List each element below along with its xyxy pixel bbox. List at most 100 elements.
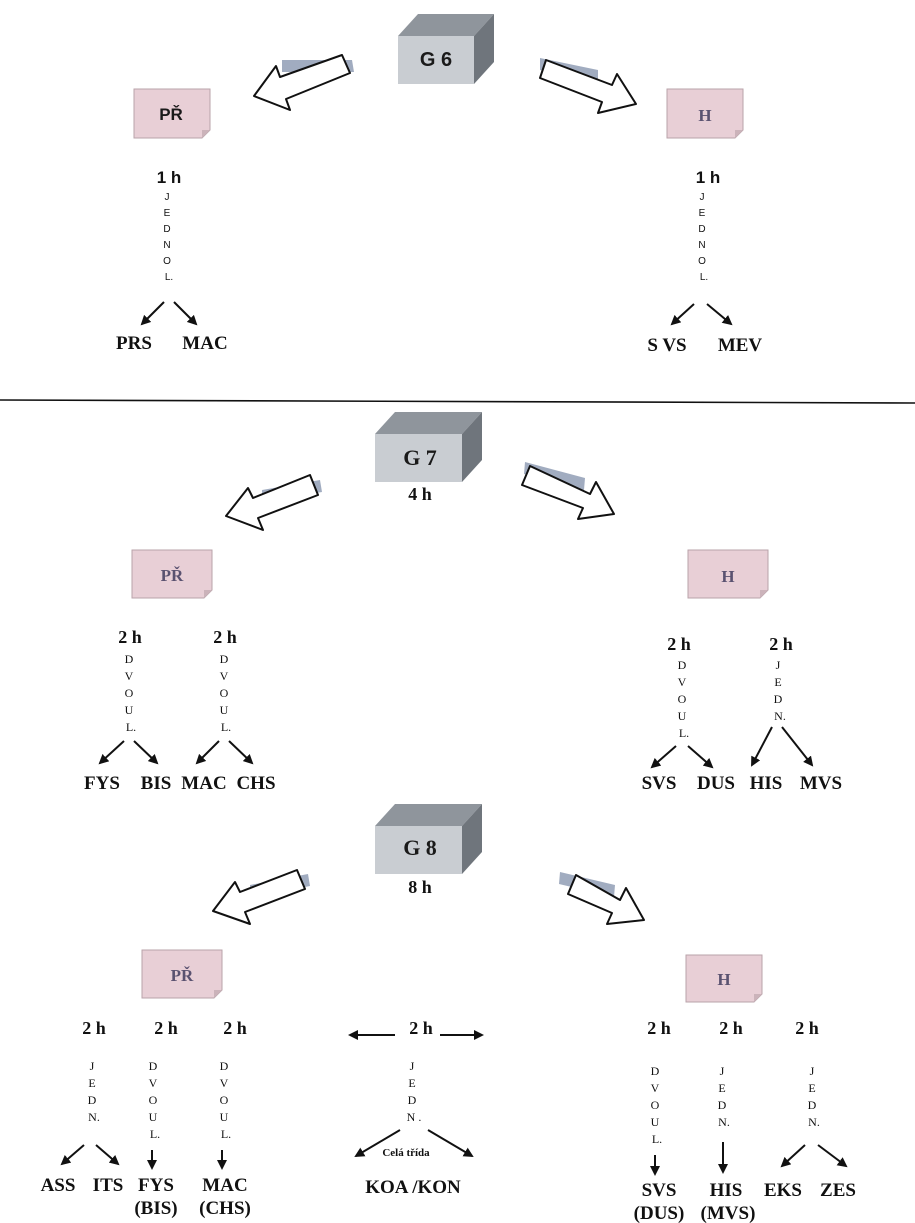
- vertical-letter: N.: [774, 709, 786, 723]
- hours-label: 1 h: [696, 168, 721, 187]
- leaf-label: DUS: [697, 773, 735, 794]
- vertical-letter: V: [678, 675, 687, 689]
- note-h-g7: H: [687, 549, 769, 599]
- leaf-label: (MVS): [701, 1203, 756, 1223]
- vertical-letter: U: [125, 703, 134, 717]
- leaf-label: MAC: [202, 1175, 247, 1196]
- branch-arrow: [354, 1129, 401, 1158]
- vertical-letter: N: [163, 240, 170, 251]
- cube-label: G 6: [420, 49, 452, 71]
- vertical-letter: L.: [150, 1127, 160, 1141]
- section-g6: G 6 PŘ H 1 h J E D N O: [116, 14, 762, 356]
- vertical-letter: O: [220, 1093, 229, 1107]
- note-label: H: [721, 567, 734, 586]
- note-pr-g6: PŘ: [133, 88, 211, 139]
- vertical-letter: D: [220, 1059, 229, 1073]
- note-label: PŘ: [161, 566, 184, 585]
- vertical-letter: U: [651, 1115, 660, 1129]
- vertical-letter: D: [774, 692, 783, 706]
- branch-arrow: [780, 1144, 806, 1168]
- leaf-label: EKS: [764, 1180, 802, 1201]
- hours-label: 2 h: [154, 1018, 178, 1038]
- vertical-letter: N.: [808, 1115, 820, 1129]
- vertical-letter: V: [220, 1076, 229, 1090]
- vertical-letter: D: [651, 1064, 660, 1078]
- leaf-label: FYS: [138, 1175, 174, 1196]
- branch-arrow: [95, 1144, 120, 1166]
- vertical-letter: L.: [165, 272, 173, 283]
- hollow-arrow-right: [521, 462, 615, 520]
- branch-arrow: [195, 740, 220, 765]
- leaf-label: FYS: [84, 773, 120, 794]
- branch-arrow: [98, 740, 125, 765]
- leaf-label: MEV: [718, 335, 763, 356]
- vertical-letter: D: [808, 1098, 817, 1112]
- leaf-label: HIS: [710, 1180, 743, 1201]
- cube-hours: 4 h: [408, 484, 432, 504]
- vertical-letter: U: [149, 1110, 158, 1124]
- note-label: H: [698, 106, 711, 125]
- vertical-letter: E: [408, 1076, 415, 1090]
- vertical-letter: V: [125, 669, 134, 683]
- vertical-letter: O: [698, 256, 706, 267]
- hollow-arrow-right: [559, 872, 645, 925]
- vertical-letter: N.: [88, 1110, 100, 1124]
- note-label: PŘ: [171, 966, 194, 985]
- vertical-letter: O: [651, 1098, 660, 1112]
- leaf-label: MAC: [181, 773, 226, 794]
- vertical-letter: L.: [221, 1127, 231, 1141]
- vertical-letter: E: [774, 675, 781, 689]
- branch-arrow: [228, 740, 254, 765]
- leaf-label: (DUS): [634, 1203, 685, 1223]
- vertical-letter: J: [90, 1059, 95, 1073]
- vertical-letter: V: [651, 1081, 660, 1095]
- section-divider: [0, 399, 915, 404]
- leaf-label: ASS: [41, 1175, 76, 1196]
- hollow-arrow-left: [253, 54, 354, 111]
- hours-label: 2 h: [795, 1018, 819, 1038]
- vertical-letter: U: [678, 709, 687, 723]
- leaf-label: MVS: [800, 773, 842, 794]
- leaf-label: S VS: [647, 335, 686, 356]
- hollow-arrow-left: [212, 869, 310, 925]
- branch-arrow: [781, 726, 814, 767]
- vertical-letter: J: [410, 1059, 415, 1073]
- branch-arrow: [133, 740, 159, 765]
- hollow-arrow-right: [539, 58, 637, 114]
- vertical-letter: V: [149, 1076, 158, 1090]
- vertical-letter: V: [220, 669, 229, 683]
- section-g8: G 8 8 h PŘ H 2 h J E D N. ASS ITS: [41, 804, 856, 1223]
- branch-arrow: [427, 1129, 474, 1158]
- branch-arrow: [60, 1144, 85, 1166]
- branch-arrow: [817, 1144, 848, 1168]
- vertical-letter: D: [220, 652, 229, 666]
- whole-class-note: Celá třída: [382, 1147, 430, 1159]
- vertical-letter: E: [718, 1081, 725, 1095]
- vertical-letter: D: [125, 652, 134, 666]
- vertical-letters: J E D N O L.: [163, 192, 173, 283]
- branch-arrow: [650, 745, 677, 769]
- note-label: PŘ: [159, 105, 183, 124]
- vertical-letter: D: [163, 224, 170, 235]
- vertical-letter: D: [149, 1059, 158, 1073]
- vertical-letter: L.: [679, 726, 689, 740]
- vertical-letter: O: [149, 1093, 158, 1107]
- note-h-g8: H: [685, 954, 763, 1003]
- note-pr-g8: PŘ: [141, 949, 223, 999]
- hours-label: 2 h: [647, 1018, 671, 1038]
- branch-arrow: [687, 745, 714, 769]
- vertical-letters: J E D N O L.: [698, 192, 708, 283]
- hours-label: 2 h: [667, 634, 691, 654]
- note-label: H: [717, 970, 730, 989]
- section-g7: G 7 4 h PŘ H 2 h D V O U L. FYS B: [84, 412, 842, 794]
- vertical-letter: E: [88, 1076, 95, 1090]
- vertical-letter: L.: [221, 720, 231, 734]
- branch-arrow: [140, 301, 165, 326]
- leaf-label: (BIS): [134, 1198, 177, 1219]
- leaf-label: ITS: [93, 1175, 124, 1196]
- leaf-label: KOA /KON: [365, 1177, 461, 1198]
- vertical-letter: L.: [126, 720, 136, 734]
- leaf-label: (CHS): [199, 1198, 251, 1219]
- vertical-letter: J: [720, 1064, 725, 1078]
- cube-g6: G 6: [398, 14, 494, 84]
